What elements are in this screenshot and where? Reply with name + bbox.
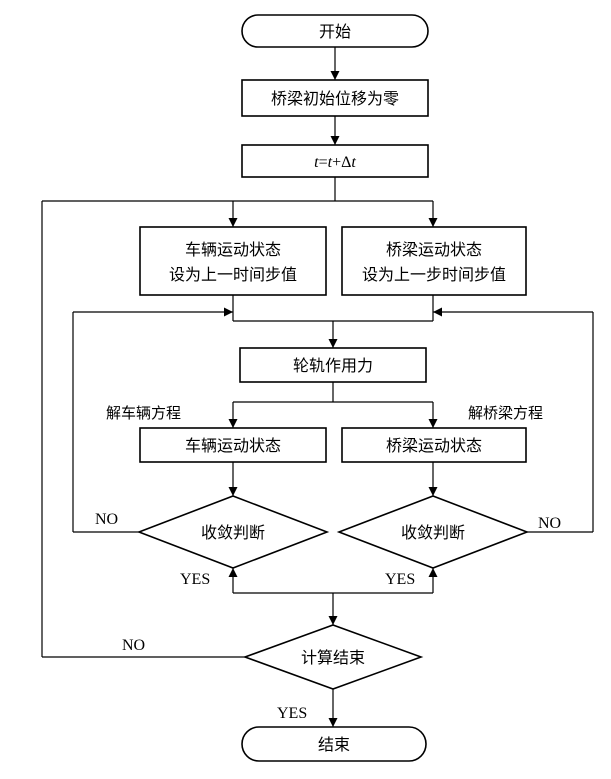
vehicle-prev-line2: 设为上一时间步值 bbox=[169, 265, 297, 284]
vehicle-state-label: 车辆运动状态 bbox=[185, 436, 281, 455]
node-vehicle-prev: 车辆运动状态 设为上一时间步值 bbox=[139, 226, 327, 296]
no-left-label: NO bbox=[95, 511, 118, 528]
force-label: 轮轨作用力 bbox=[293, 356, 373, 375]
bridge-prev-line2: 设为上一步时间步值 bbox=[362, 265, 506, 284]
node-calc-end: 计算结束 bbox=[242, 624, 424, 690]
node-bridge-prev: 桥梁运动状态 设为上一步时间步值 bbox=[341, 226, 527, 296]
yes-right-label: YES bbox=[385, 571, 415, 588]
node-init: 桥梁初始位移为零 bbox=[241, 79, 429, 117]
vehicle-prev-line1: 车辆运动状态 bbox=[185, 240, 281, 259]
yes-end-label: YES bbox=[277, 705, 307, 722]
node-converge-right: 收敛判断 bbox=[336, 495, 530, 569]
node-start: 开始 bbox=[241, 14, 429, 48]
node-converge-left: 收敛判断 bbox=[136, 495, 330, 569]
node-time-step: t=t+Δt bbox=[241, 144, 429, 178]
end-label: 结束 bbox=[318, 735, 350, 754]
converge-left-label: 收敛判断 bbox=[201, 523, 265, 542]
branch-labels: 解车辆方程 解桥梁方程 NO NO YES YES NO YES bbox=[95, 404, 561, 722]
time-step-label: t=t+Δt bbox=[314, 154, 356, 171]
no-outer-label: NO bbox=[122, 637, 145, 654]
no-right-label: NO bbox=[538, 515, 561, 532]
init-label: 桥梁初始位移为零 bbox=[271, 89, 399, 108]
yes-left-label: YES bbox=[180, 571, 210, 588]
start-label: 开始 bbox=[319, 22, 351, 41]
solve-vehicle-label: 解车辆方程 bbox=[106, 404, 181, 422]
solve-bridge-label: 解桥梁方程 bbox=[468, 404, 543, 422]
bridge-state-label: 桥梁运动状态 bbox=[386, 436, 482, 455]
bridge-prev-line1: 桥梁运动状态 bbox=[386, 240, 482, 259]
converge-right-label: 收敛判断 bbox=[401, 523, 465, 542]
node-vehicle-state: 车辆运动状态 bbox=[139, 427, 327, 463]
node-bridge-state: 桥梁运动状态 bbox=[341, 427, 527, 463]
calc-end-label: 计算结束 bbox=[301, 648, 365, 667]
node-end: 结束 bbox=[241, 726, 427, 762]
connectors bbox=[41, 47, 594, 727]
node-force: 轮轨作用力 bbox=[239, 347, 427, 383]
